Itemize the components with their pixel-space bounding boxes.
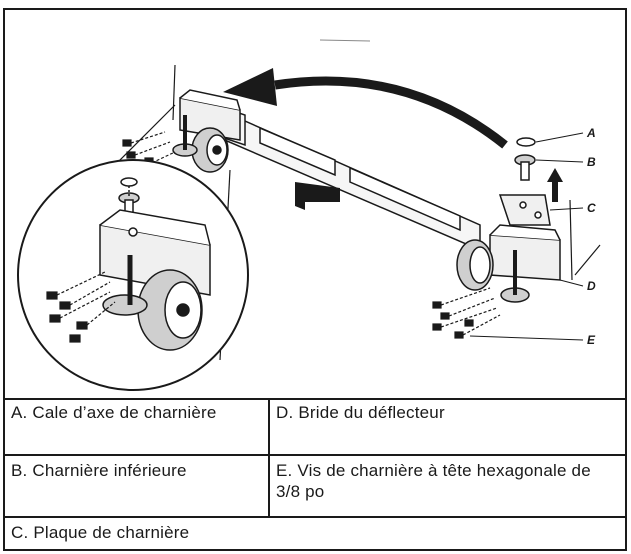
callout-e: E <box>587 333 596 347</box>
hinge-pin-shim <box>516 137 536 147</box>
upper-left-caster <box>172 64 241 173</box>
callout-c: C <box>587 201 596 215</box>
right-hinge-screws <box>432 287 501 339</box>
deflector-bar <box>214 103 481 252</box>
legend-item-b: B. Charnière inférieure <box>5 454 268 516</box>
callout-a: A <box>586 126 596 140</box>
callout-d: D <box>587 279 596 293</box>
legend-item-e: E. Vis de charnière à tête hexagonale de… <box>268 454 625 516</box>
lower-hinge-pin <box>514 154 536 181</box>
hinge-plate <box>498 194 551 226</box>
right-caster <box>456 199 601 303</box>
legend-item-c: C. Plaque de charnière <box>5 516 625 549</box>
magnified-detail-view <box>17 159 249 391</box>
diagram-frame: A B C D E A. Cale d’axe de charnière D. … <box>3 8 627 551</box>
deflector-bracket <box>295 182 340 210</box>
parts-legend-table: A. Cale d’axe de charnière D. Bride du d… <box>5 398 625 549</box>
legend-item-d: D. Bride du déflecteur <box>268 398 625 454</box>
hinge-assembly-drawing: A B C D E <box>5 10 625 400</box>
legend-item-a: A. Cale d’axe de charnière <box>11 403 217 422</box>
move-direction-arrow <box>223 68 508 149</box>
lift-arrow-icon <box>547 168 563 202</box>
callout-b: B <box>587 155 596 169</box>
